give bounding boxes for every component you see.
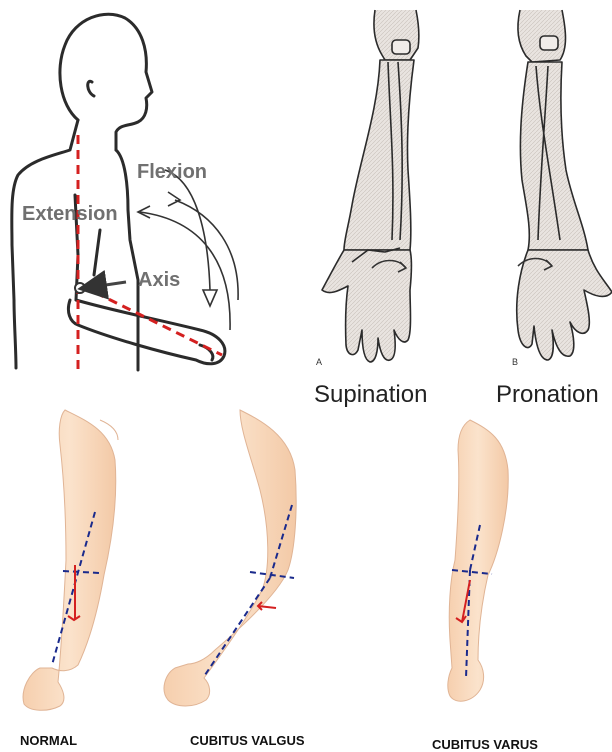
extension-label: Extension [22,203,118,225]
panel-a-letter: A [316,357,322,367]
supination-pronation-panel: A B Supination Pronation [314,10,612,408]
forearm-pronation [517,10,612,360]
axis-pointer-arrow [92,282,126,287]
forearm-supination [322,10,419,362]
panel-b-letter: B [512,357,518,367]
axis-label: Axis [138,269,180,291]
pronation-label: Pronation [496,381,599,408]
cubitus-varus-label: CUBITUS VARUS [432,737,538,752]
body-silhouette [12,14,225,370]
supination-label: Supination [314,381,427,408]
arm-normal [23,410,118,710]
carrying-angle-panel: NORMAL CUBITUS VALGUS CUBITUS VARUS [20,410,538,752]
arm-cubitus-valgus [164,410,296,706]
flexion-extension-panel: Flexion Extension Axis [12,14,238,370]
cubitus-valgus-label: CUBITUS VALGUS [190,733,305,748]
normal-label: NORMAL [20,733,77,748]
flexion-label: Flexion [137,161,207,183]
arm-cubitus-varus [448,420,508,701]
pivot-circle-icon [75,283,85,293]
